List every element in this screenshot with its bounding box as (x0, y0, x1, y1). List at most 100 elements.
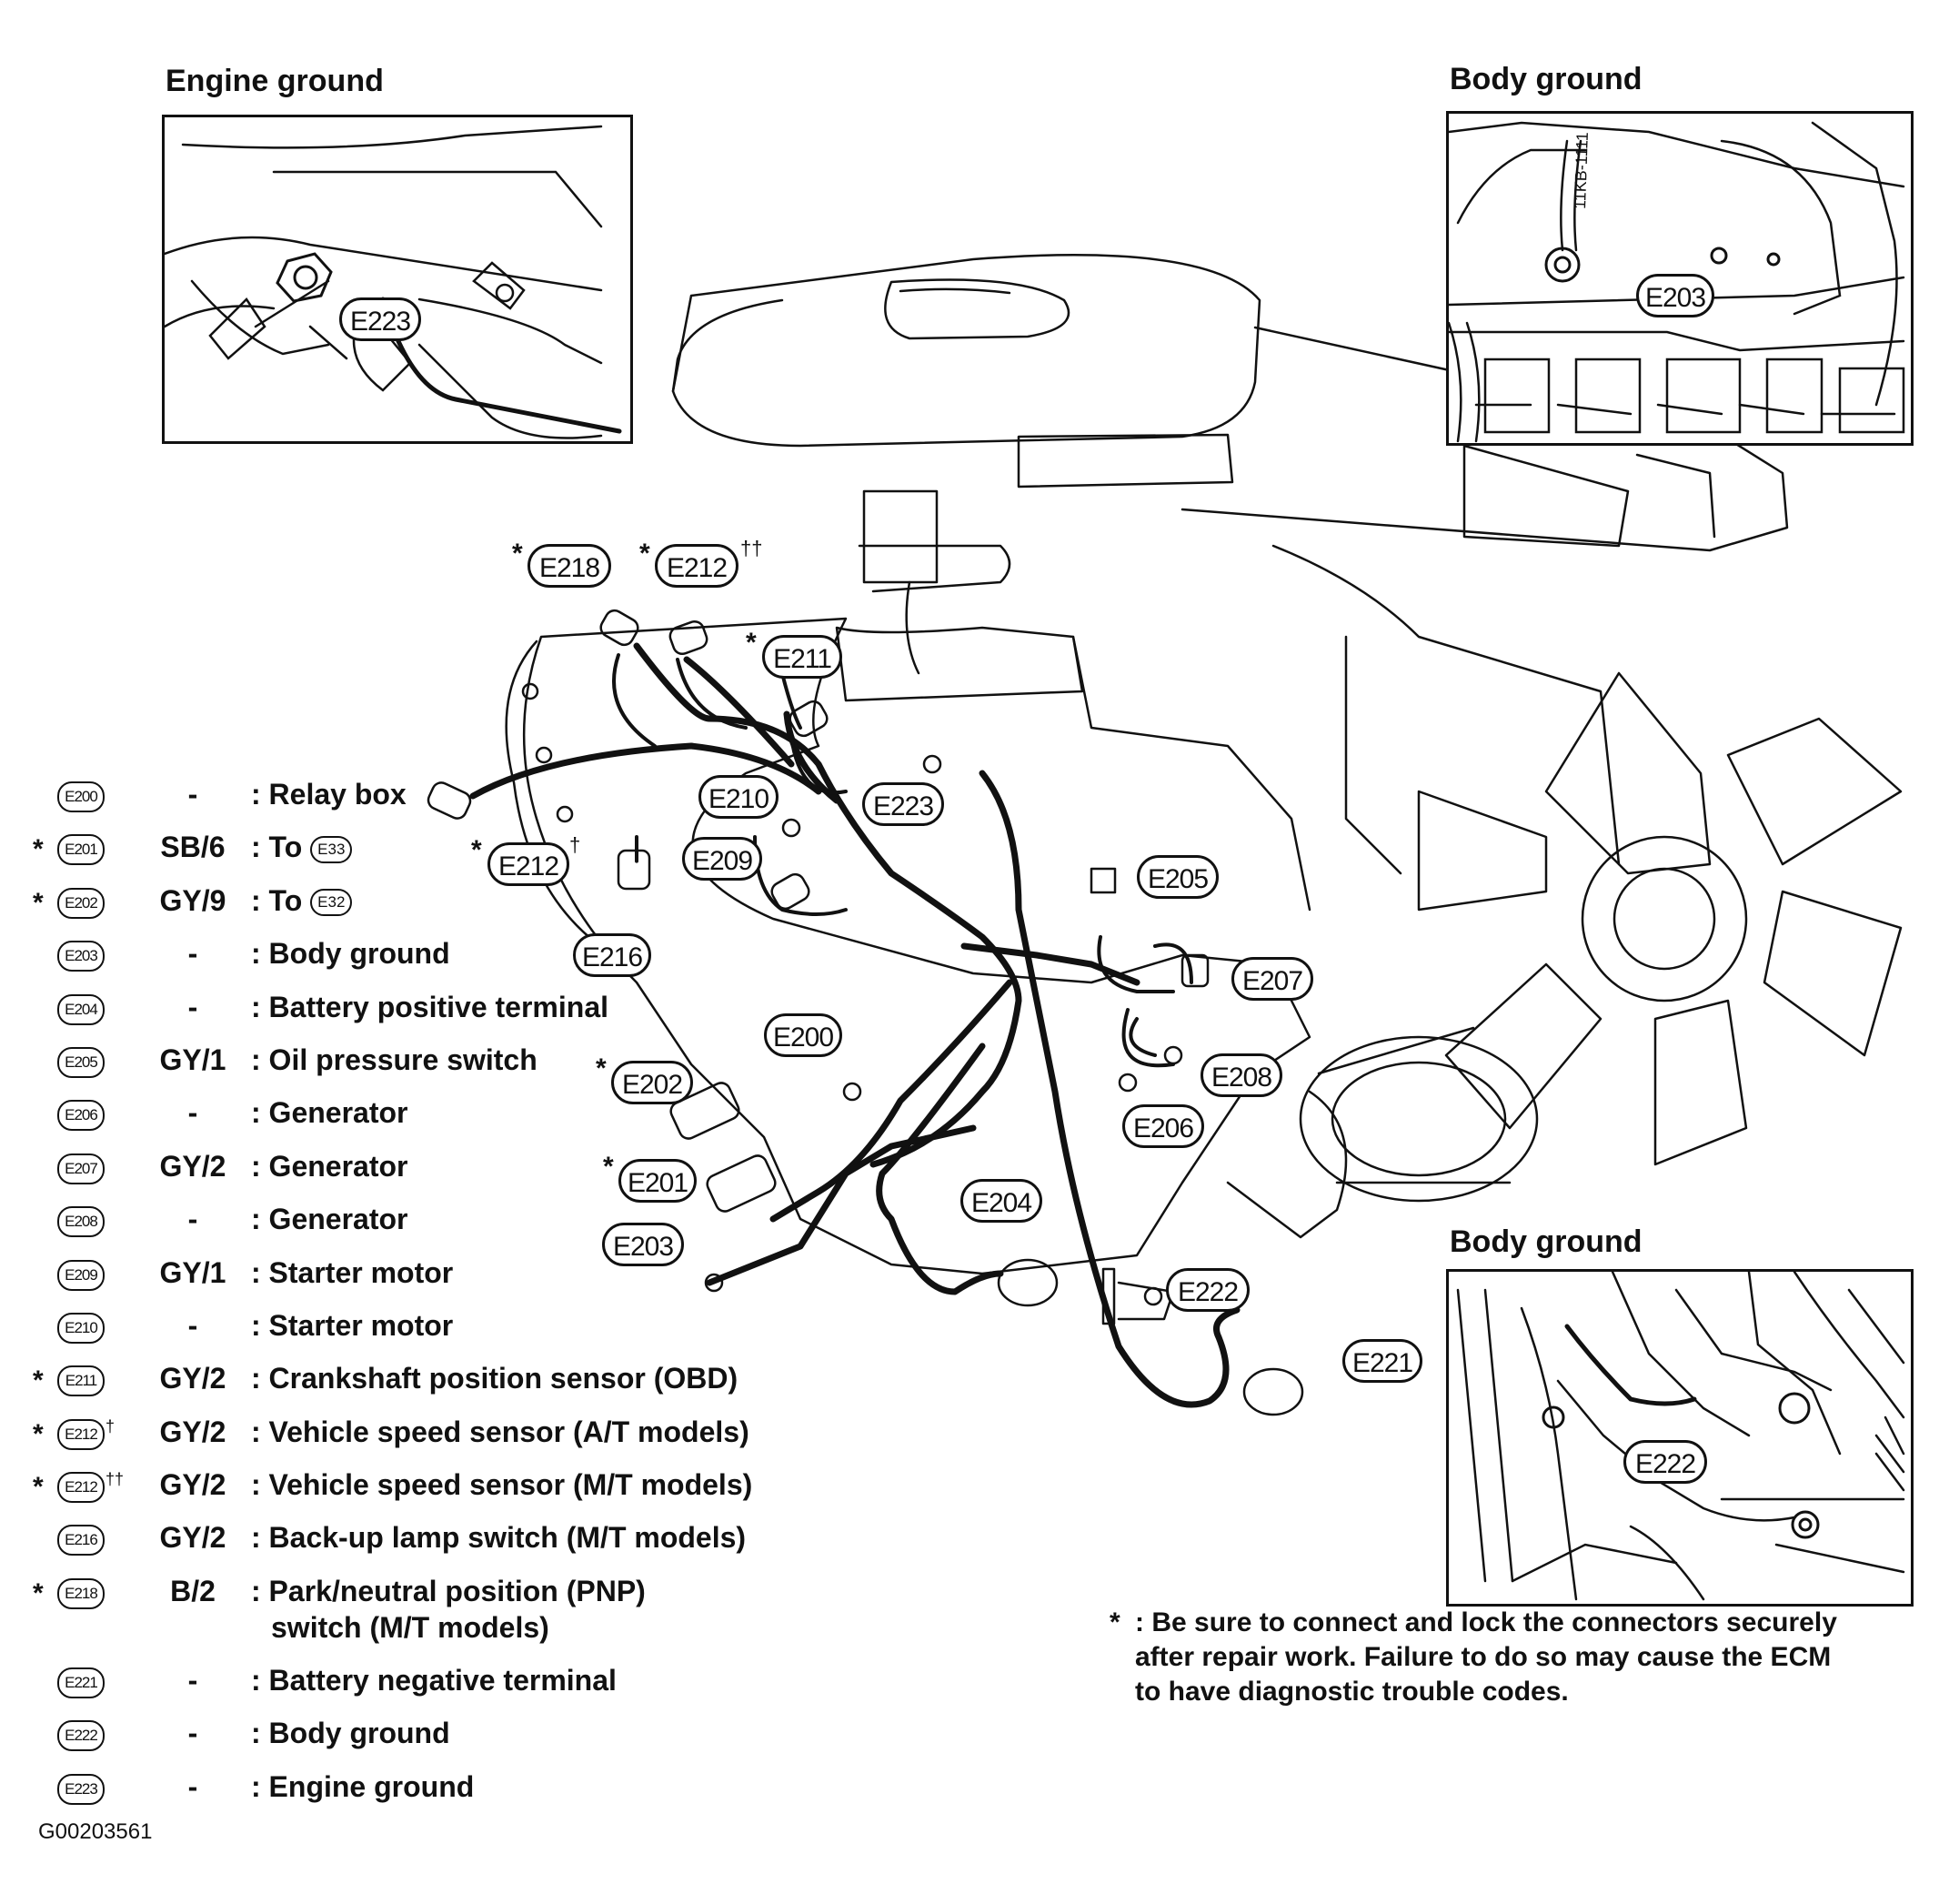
tag-E212-at-dagger: † (569, 833, 581, 856)
cooling-fan-outline (1417, 671, 1903, 1166)
tag-E210: E210 (698, 775, 779, 819)
footnote-text: : Be sure to connect and lock the connec… (1135, 1607, 1837, 1707)
legend-wire-color: GY/2 (159, 1521, 226, 1555)
legend-star: * (33, 1472, 44, 1503)
legend-description: : Generator (251, 1203, 407, 1236)
legend-description-text: : Generator (251, 1096, 408, 1130)
legend-description: : Starter motor (251, 1309, 453, 1343)
tag-E212-mt: E212 (655, 544, 738, 588)
legend-description: : Generator (251, 1150, 407, 1184)
tag-E208: E208 (1201, 1053, 1282, 1097)
tag-E216: E216 (573, 933, 651, 977)
legend-ref-connector: E32 (310, 889, 353, 917)
legend-description-text: : To (251, 831, 303, 864)
legend-wire-color: - (187, 778, 198, 811)
legend-wire-color: - (187, 1096, 198, 1130)
tag-E218: E218 (527, 544, 611, 588)
legend-description-text: : Battery positive terminal (251, 990, 608, 1023)
tag-E222-inset: E222 (1623, 1440, 1707, 1484)
inset-title-body-ground-bottom: Body ground (1450, 1224, 1643, 1259)
tag-E223: E223 (862, 782, 944, 826)
legend-wire-color: - (187, 1717, 198, 1750)
legend-row: E223-: Engine ground (33, 1770, 797, 1823)
legend-row: E203-: Body ground (33, 937, 797, 990)
legend-description-text: : Starter motor (251, 1308, 454, 1342)
legend-description: : Battery negative terminal (251, 1664, 617, 1697)
tag-E202: E202 (611, 1061, 693, 1104)
legend-connector-code: E201 (57, 834, 105, 866)
legend-row: E222-: Body ground (33, 1717, 797, 1769)
tag-E201: E201 (618, 1159, 697, 1203)
footnote-marker: * (1110, 1607, 1120, 1637)
legend-connector-code: E204 (57, 993, 105, 1025)
legend-description: : Back-up lamp switch (M/T models) (251, 1521, 746, 1555)
legend-description: : Vehicle speed sensor (M/T models) (251, 1468, 752, 1502)
legend-connector-code: E205 (57, 1046, 105, 1078)
tag-E209: E209 (682, 837, 762, 881)
inset-engine-ground: E223 (162, 115, 633, 444)
tag-E200: E200 (764, 1013, 842, 1057)
legend-connector-code: E222 (57, 1720, 105, 1752)
legend-description: : Park/neutral position (PNP) (251, 1575, 646, 1608)
legend-row: *E212††GY/2: Vehicle speed sensor (M/T m… (33, 1468, 797, 1521)
legend-description: : Vehicle speed sensor (A/T models) (251, 1415, 749, 1449)
tag-E211-star: * (746, 628, 757, 658)
legend-row: E204 - : Battery positive terminal (33, 991, 797, 1043)
legend-description-text: : Engine ground (251, 1769, 475, 1803)
legend-description: : Engine ground (251, 1770, 474, 1804)
inset-title-engine-ground: Engine ground (166, 64, 384, 98)
tag-E212-mt-star: * (639, 539, 650, 569)
body-ground-bottom-sketch (1456, 1272, 1905, 1601)
legend-description-text: : Vehicle speed sensor (M/T models) (251, 1468, 753, 1502)
tag-E206: E206 (1122, 1104, 1204, 1148)
legend-description-text: : Back-up lamp switch (M/T models) (251, 1521, 747, 1555)
legend-wire-color: GY/1 (159, 1255, 226, 1289)
legend-connector-code: E208 (57, 1206, 105, 1238)
air-cleaner-outline (671, 254, 1261, 448)
legend-row: E221-: Battery negative terminal (33, 1664, 797, 1717)
legend-description-text: : Crankshaft position sensor (OBD) (251, 1362, 738, 1395)
legend-wire-color: GY/2 (159, 1362, 226, 1395)
legend-connector-code: E202 (57, 887, 105, 919)
tag-E222: E222 (1166, 1268, 1250, 1312)
legend-dagger: † (105, 1416, 116, 1436)
legend-description: : To E33 (251, 831, 353, 864)
legend-description-text: : Generator (251, 1203, 408, 1236)
legend-connector-code: E211 (57, 1365, 105, 1397)
legend-star: * (33, 887, 44, 918)
legend-wire-color: - (187, 990, 198, 1023)
body-ground-top-sketch: 11KB-1111 (1449, 121, 1905, 443)
legend-connector-code: E223 (57, 1773, 105, 1805)
legend-star: * (33, 1418, 44, 1449)
legend-wire-color: GY/9 (159, 883, 226, 917)
tag-E212-mt-dagger: †† (740, 537, 763, 559)
legend-description: : Generator (251, 1096, 407, 1130)
legend-description: : Crankshaft position sensor (OBD) (251, 1362, 738, 1395)
legend-row: E200-: Relay box (33, 778, 797, 831)
legend-connector-code: E221 (57, 1667, 105, 1698)
tag-E205: E205 (1137, 855, 1219, 899)
legend-wire-color: GY/2 (159, 1468, 226, 1502)
legend-description-text: : Body ground (251, 937, 450, 971)
legend-description: : Relay box (251, 778, 407, 811)
legend-description: : Starter motor (251, 1256, 453, 1290)
tag-E218-star: * (512, 539, 523, 569)
tag-E202-star: * (596, 1053, 607, 1083)
legend-description-text: : Generator (251, 1149, 408, 1183)
legend-star: * (33, 834, 44, 865)
tag-E223-inset: E223 (339, 297, 421, 341)
legend-description-text: : Starter motor (251, 1255, 454, 1289)
legend-row: E208 - : Generator (33, 1203, 797, 1255)
inset-body-ground-top: 11KB-1111 E203 (1446, 111, 1914, 446)
legend-wire-color: - (187, 1203, 198, 1236)
engine-ground-sketch (165, 125, 622, 439)
legend-connector-code: E212 (57, 1418, 105, 1450)
